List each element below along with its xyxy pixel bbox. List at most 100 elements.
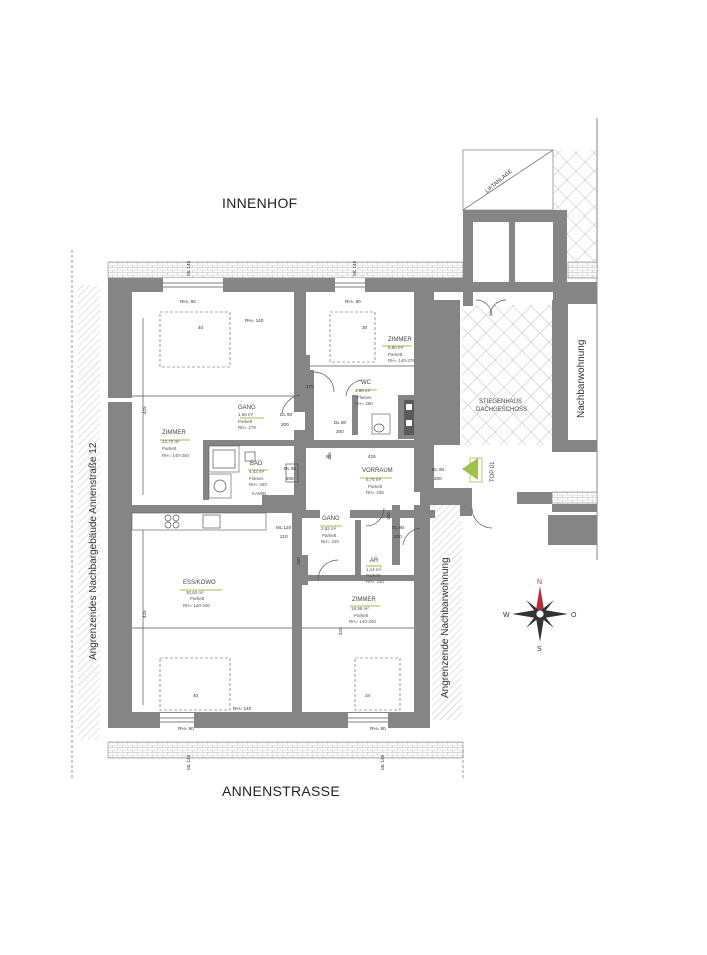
dim-label: DL 80 xyxy=(334,420,347,425)
room-name: ZIMMER xyxy=(162,430,186,436)
compass-rose: N S O W xyxy=(503,579,577,653)
dim-label: 175 xyxy=(306,384,314,389)
room-label-wc: WC 3,00 m² Fliesen RH= 260 xyxy=(355,380,373,406)
room-floor: Parkett xyxy=(190,596,205,601)
wc-fixtures xyxy=(371,400,414,435)
neighbor-left-hatch xyxy=(78,285,100,740)
lift-diagonal xyxy=(462,149,554,211)
room-name: ESS/KOWO xyxy=(183,580,216,586)
kitchen-counter xyxy=(131,512,267,531)
room-area: 18,98 m² xyxy=(351,606,369,611)
dim-label: 200 xyxy=(336,429,344,434)
room-name: GANG xyxy=(322,516,340,522)
dim-label: 155 xyxy=(327,452,332,460)
room-floor: Parkett xyxy=(238,419,253,424)
room-height: RH= 140-340 xyxy=(183,603,210,608)
dim-label: 200 xyxy=(394,534,402,539)
dim-label: RH= 80 xyxy=(370,726,386,731)
room-height: RH= 140-340 xyxy=(349,619,376,624)
label-innenhof: INNENHOF xyxy=(222,195,298,211)
room-name: VORRAUM xyxy=(362,468,393,474)
dim-label: 200 xyxy=(281,422,289,427)
room-height: RH= 140-340 xyxy=(162,453,189,458)
room-label-zimmer3: ZIMMER 18,98 m² Parkett RH= 140-340 xyxy=(349,597,376,624)
door-swings xyxy=(281,299,507,581)
parapet-right xyxy=(551,491,598,505)
compass-w: W xyxy=(503,612,510,619)
dim-label: RH= 140 xyxy=(233,706,252,711)
dim-label: RH= 90 xyxy=(178,726,194,731)
stair-pattern xyxy=(462,305,552,445)
room-floor: Parkett xyxy=(368,484,383,489)
label-top: TOP 01 xyxy=(490,461,496,482)
room-area: 6,79 m² xyxy=(366,477,382,482)
dim-label: 40 xyxy=(193,693,199,698)
room-area: 1,56 m² xyxy=(238,412,254,417)
label-neighbor-right-lower: Angrenzende Nachbarwohnung xyxy=(440,557,451,698)
room-height: RH= 278 xyxy=(238,425,256,430)
dim-label: ML 145 xyxy=(186,260,191,276)
bath-fixtures xyxy=(208,445,299,499)
room-label-vorraum: VORRAUM 6,79 m² Parkett RH= 335 xyxy=(362,468,393,495)
room-area: 9,80 m² xyxy=(388,345,404,350)
room-label-gang1: GANG 1,56 m² Parkett RH= 278 xyxy=(238,405,256,430)
compass-o: O xyxy=(571,612,577,619)
dim-label: 206 xyxy=(286,476,294,481)
dim-label: RH= 90 xyxy=(180,299,196,304)
green-room-markers xyxy=(160,345,412,607)
dim-label: 425 xyxy=(338,627,343,635)
compass-needle-west xyxy=(512,610,540,618)
slope-lines xyxy=(132,318,414,705)
room-name: GANG xyxy=(238,405,256,411)
room-name: AR xyxy=(370,558,379,564)
room-label-zimmer1: ZIMMER 23,70 m² Parkett RH= 140-340 xyxy=(162,430,189,458)
room-floor: Fliesen xyxy=(357,395,372,400)
dim-label: DL 90 xyxy=(432,467,445,472)
label-stair-1: STIEGENHAUS xyxy=(479,399,522,405)
parapet-top xyxy=(107,261,464,279)
dimension-labels: RH= 90 RH= 80 RH= 140 40 30 40 34 RH= 14… xyxy=(178,299,445,731)
dim-label: DL 90 xyxy=(392,525,405,530)
room-label-zimmer2: ZIMMER 9,80 m² Parkett RH= 140-376 xyxy=(388,337,415,363)
dim-label: 425 xyxy=(368,454,376,459)
room-height: RH= 335 xyxy=(366,490,384,495)
room-floor: Parkett xyxy=(366,573,381,578)
dim-label: 34 xyxy=(365,693,371,698)
compass-needle-east xyxy=(540,610,568,618)
compass-needle-south xyxy=(536,614,544,642)
label-annenstrasse: ANNENSTRASSE xyxy=(222,783,340,799)
dim-label: ML 120 xyxy=(276,525,292,530)
room-area: 23,70 m² xyxy=(162,439,180,444)
dim-label: 40 xyxy=(198,325,204,330)
window-lines xyxy=(160,282,388,723)
label-neighbor-left: Angrenzendes Nachbargebäude Annenstraße … xyxy=(88,442,99,660)
dim-label: 425 xyxy=(142,406,147,414)
room-floor: Parkett xyxy=(354,613,369,618)
room-name: ZIMMER xyxy=(352,597,376,603)
dim-label: 150 xyxy=(296,557,301,565)
room-floor: Parkett xyxy=(388,352,403,357)
room-area: 2,62 m² xyxy=(321,526,337,531)
dim-label: RH= 80 xyxy=(345,299,361,304)
room-label-gang2: GANG 2,62 m² Parkett RH= 310 xyxy=(321,516,340,544)
dim-label: 190 xyxy=(386,512,391,520)
vertical-dims: ML 145 ML 145 ML 145 ML 145 425 425 425 … xyxy=(142,260,391,770)
room-name: BAD xyxy=(250,461,263,467)
compass-needle-north xyxy=(536,586,544,614)
roof-window-outlines xyxy=(159,311,401,711)
parapet-top-right xyxy=(567,261,598,279)
room-area: 4,43 m² xyxy=(249,469,265,474)
label-kamin: KAMIN xyxy=(252,491,266,496)
room-floor: Fliesen xyxy=(249,476,264,481)
room-name: ZIMMER xyxy=(388,337,412,343)
dim-label: 200 xyxy=(434,476,442,481)
room-height: RH= 310 xyxy=(321,539,339,544)
room-name: WC xyxy=(361,380,372,386)
compass-n: N xyxy=(537,579,542,586)
dim-label: 210 xyxy=(280,534,288,539)
dim-label: DL 85 xyxy=(284,466,297,471)
room-label-ess-kowo: ESS/KOWO 30,63 m² Parkett RH= 140-340 xyxy=(183,580,216,608)
dim-label: ML 145 xyxy=(380,754,385,770)
room-height: RH= 260 xyxy=(249,482,267,487)
